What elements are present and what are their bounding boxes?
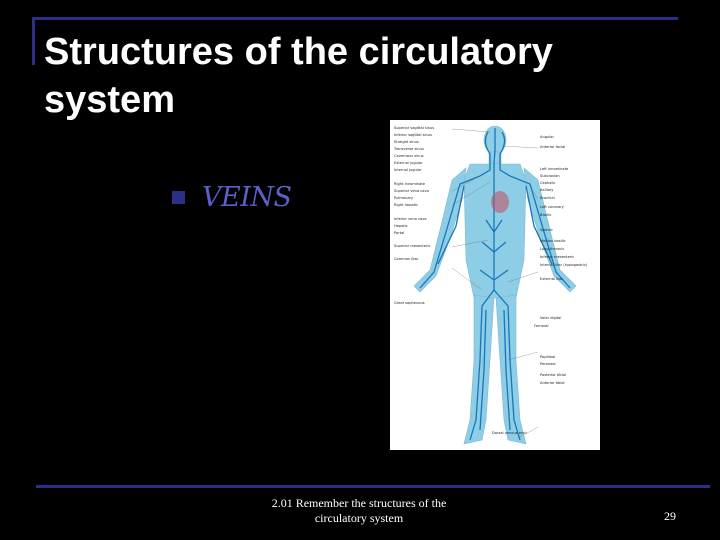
figure-label: Anterior facial [540,145,565,149]
figure-labels-left: Superior sagittal sinus Inferior sagitta… [393,126,434,305]
title-left-rule [32,17,35,65]
figure-label: Subclavian [540,174,560,178]
figure-label: Cephalic [540,181,555,185]
figure-label: Anterior tibial [540,381,565,385]
figure-label: Internal iliac (hypogastric) [540,263,588,267]
venous-system-illustration: Superior sagittal sinus Inferior sagitta… [393,125,588,445]
figure-labels-right: Angular Anterior facial Left innominate … [492,135,588,435]
figure-label: Posterior tibial [540,373,566,377]
figure-label: Pulmonary [394,196,414,200]
figure-label: External jugular [394,161,423,165]
figure-label: Right hepatic [394,203,418,207]
footer-text: 2.01 Remember the structures of the circ… [271,496,447,525]
figure-label: Volar digital [540,316,561,320]
figure-label: Common iliac [394,257,419,261]
figure-label: Brachial [540,196,555,200]
figure-label: Inferior sagittal sinus [394,133,432,137]
figure-label: Long thoracic [540,247,564,251]
figure-label: Inferior mesenteric [540,255,574,259]
footer-rule [36,485,710,488]
figure-label: Right innominate [394,182,426,186]
bullet-text: VEINS [202,182,292,213]
slide-title: Structures of the circulatory system [44,31,553,121]
figure-label: Left coronary [540,205,565,209]
figure-label: Superior sagittal sinus [394,126,434,130]
bullet-item: VEINS [172,182,292,213]
venous-system-figure: Superior sagittal sinus Inferior sagitta… [390,120,600,450]
figure-label: Straight sinus [394,140,419,144]
figure-label: Femoral [534,324,548,328]
figure-label: Left innominate [540,167,569,171]
page-number: 29 [664,509,676,523]
figure-label: Transverse sinus [393,147,424,151]
figure-label: Angular [540,135,554,139]
figure-label: Axillary [540,188,554,192]
figure-label: Popliteal [540,355,555,359]
figure-label: Basilic [540,213,552,217]
figure-label: Internal jugular [394,168,422,172]
figure-label: Splenic [540,228,553,232]
title-top-rule [32,17,678,20]
figure-label: Superior mesenteric [394,244,431,248]
figure-label: Dorsal venous arch [492,431,527,435]
figure-label: Great saphenous [394,301,425,305]
figure-label: Inferior vena cava [394,217,427,221]
figure-label: Cavernous sinus [394,154,424,158]
figure-label: Superior vena cava [394,189,429,193]
bullet-square-icon [172,191,185,204]
figure-label: Hepatic [394,224,408,228]
figure-label: Portal [394,231,404,235]
figure-label: Peroneal [540,362,556,366]
figure-label: Median basilic [540,239,566,243]
figure-label: External iliac [540,277,563,281]
